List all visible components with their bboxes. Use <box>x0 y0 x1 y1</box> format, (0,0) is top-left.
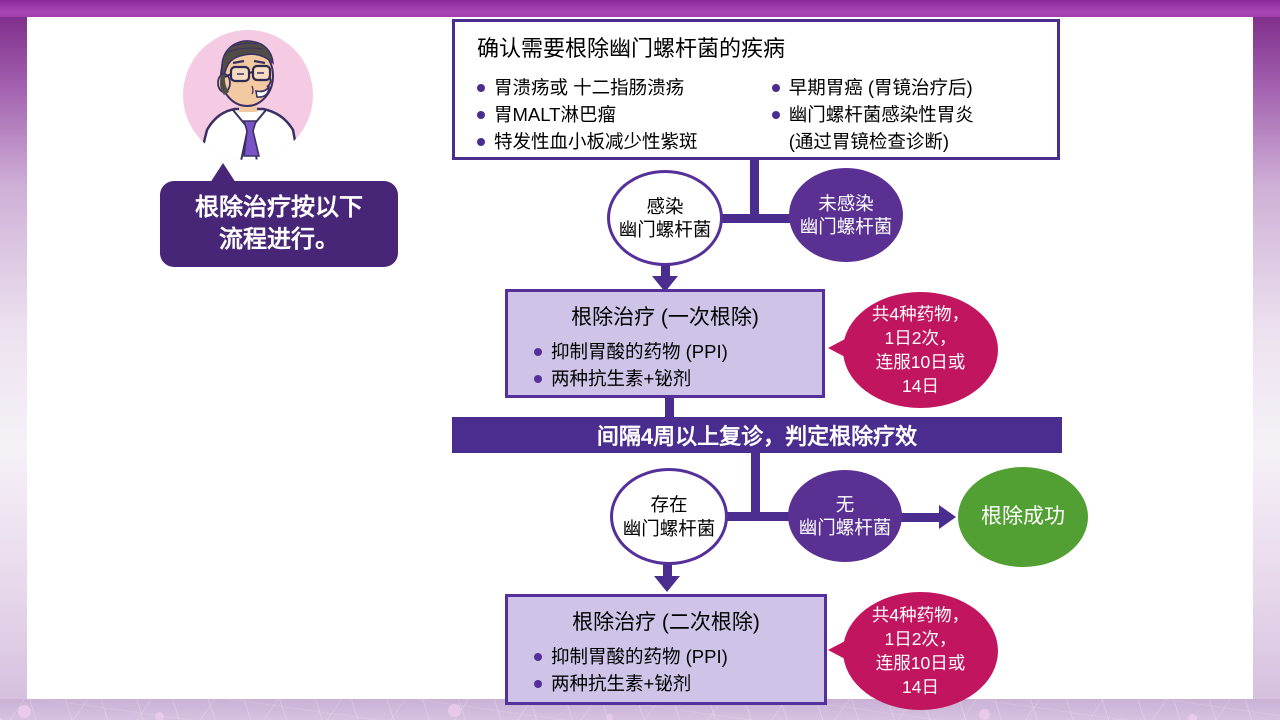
node-absent: 无 幽门螺杆菌 <box>788 470 902 562</box>
bubble-tail-icon <box>828 640 847 660</box>
speech-bubble-pointer-icon <box>210 163 236 183</box>
connector-line <box>661 263 670 278</box>
bullet-text: 抑制胃酸的药物 (PPI) <box>551 341 728 362</box>
indications-title: 确认需要根除幽门螺杆菌的疾病 <box>477 36 786 61</box>
indications-box: 确认需要根除幽门螺杆菌的疾病 胃溃疡或 十二指肠溃疡 胃MALT淋巴瘤 特发性血… <box>452 19 1060 160</box>
bullet-icon <box>771 84 780 92</box>
list-item: 早期胃癌 (胃镜治疗后) <box>771 74 1037 101</box>
speech-line-2: 流程进行。 <box>219 226 339 253</box>
bullet-text: 两种抗生素+铋剂 <box>551 368 692 389</box>
node-text: 幽门螺杆菌 <box>799 216 893 237</box>
bullet-text: 抑制胃酸的药物 (PPI) <box>551 646 728 667</box>
list-item: 胃溃疡或 十二指肠溃疡 <box>477 74 772 101</box>
treatment-second-title: 根除治疗 (二次根除) <box>572 611 760 634</box>
list-item: 抑制胃酸的药物 (PPI) <box>534 643 824 670</box>
drug-note-line: 连服10日或 <box>875 653 966 673</box>
list-item: 特发性血小板减少性紫斑 <box>477 128 772 155</box>
node-text: 幽门螺杆菌 <box>622 517 716 539</box>
speech-bubble: 根除治疗按以下 流程进行。 <box>160 163 398 267</box>
node-present: 存在 幽门螺杆菌 <box>610 468 728 565</box>
doctor-avatar <box>183 30 313 160</box>
drug-note-line: 1日2次， <box>884 628 957 649</box>
drug-note-line: 14日 <box>902 677 939 698</box>
list-item: 两种抗生素+铋剂 <box>534 670 824 697</box>
connector-line <box>700 214 796 223</box>
list-item: 胃MALT淋巴瘤 <box>477 101 772 128</box>
arrow-down-icon <box>654 576 680 592</box>
list-item: 两种抗生素+铋剂 <box>534 365 822 392</box>
bullet-text: 胃溃疡或 十二指肠溃疡 <box>494 77 685 98</box>
treatment-second-box: 根除治疗 (二次根除) 抑制胃酸的药物 (PPI) 两种抗生素+铋剂 <box>505 594 827 705</box>
drug-note-line: 共4种药物， <box>871 303 970 324</box>
bullet-icon <box>534 653 542 661</box>
indications-left-column: 胃溃疡或 十二指肠溃疡 胃MALT淋巴瘤 特发性血小板减少性紫斑 <box>477 74 772 155</box>
bullet-icon <box>534 680 542 688</box>
bottom-band-dots <box>18 705 31 718</box>
list-item: 幽门螺杆菌感染性胃炎 <box>771 101 1037 128</box>
node-text: 无 <box>835 493 855 515</box>
node-text: 存在 <box>650 494 688 516</box>
arrow-down-icon <box>652 276 678 292</box>
bullet-icon <box>477 84 485 92</box>
speech-line-1: 根除治疗按以下 <box>195 194 363 222</box>
drug-note-bubble-1: 共4种药物， 1日2次， 连服10日或 14日 <box>828 292 998 408</box>
drug-note-line: 14日 <box>902 376 939 397</box>
connector-line <box>663 563 672 578</box>
connector-line <box>750 160 759 218</box>
node-infected: 感染 幽门螺杆菌 <box>607 170 723 266</box>
bullet-icon <box>534 375 542 383</box>
treatment-first-box: 根除治疗 (一次根除) 抑制胃酸的药物 (PPI) 两种抗生素+铋剂 <box>505 289 825 398</box>
connector-line <box>703 512 795 521</box>
bullet-text: 两种抗生素+铋剂 <box>551 673 692 694</box>
bullet-text: 胃MALT淋巴瘤 <box>494 104 616 125</box>
bubble-tail-icon <box>828 338 847 358</box>
bullet-text: 幽门螺杆菌感染性胃炎 <box>788 104 974 125</box>
node-text: 根除成功 <box>981 504 1065 528</box>
node-text: 未感染 <box>818 192 874 214</box>
followup-banner: 间隔4周以上复诊，判定根除疗效 <box>452 417 1062 453</box>
drug-note-line: 1日2次， <box>884 327 957 348</box>
bullet-icon <box>771 111 780 119</box>
node-success: 根除成功 <box>958 467 1088 567</box>
indications-right-column: 早期胃癌 (胃镜治疗后) 幽门螺杆菌感染性胃炎 (通过胃镜检查诊断) <box>771 74 1037 155</box>
left-border-gradient <box>0 0 27 720</box>
list-item: 抑制胃酸的药物 (PPI) <box>534 338 822 365</box>
node-not-infected: 未感染 幽门螺杆菌 <box>789 168 903 262</box>
drug-note-line: 连服10日或 <box>875 352 966 372</box>
connector-line <box>900 513 940 522</box>
bullet-icon <box>534 348 542 356</box>
node-text: 幽门螺杆菌 <box>798 517 892 538</box>
doctor-icon <box>198 40 300 160</box>
right-border-gradient <box>1253 0 1280 720</box>
node-text: 幽门螺杆菌 <box>618 219 712 240</box>
bullet-icon <box>477 111 485 119</box>
top-border-bar <box>0 0 1280 17</box>
treatment-first-title: 根除治疗 (一次根除) <box>571 306 759 329</box>
connector-line <box>751 452 760 516</box>
bullet-icon <box>477 138 485 146</box>
bottom-pattern-band <box>0 699 1280 720</box>
drug-note-bubble-2: 共4种药物， 1日2次， 连服10日或 14日 <box>828 592 998 710</box>
connector-line <box>665 396 674 418</box>
bullet-note: (通过胃镜检查诊断) <box>788 131 950 152</box>
drug-note-line: 共4种药物， <box>871 604 970 625</box>
bullet-text: 早期胃癌 (胃镜治疗后) <box>788 77 973 98</box>
arrow-right-icon <box>939 505 956 529</box>
node-text: 感染 <box>646 195 684 217</box>
bullet-text: 特发性血小板减少性紫斑 <box>494 131 698 152</box>
